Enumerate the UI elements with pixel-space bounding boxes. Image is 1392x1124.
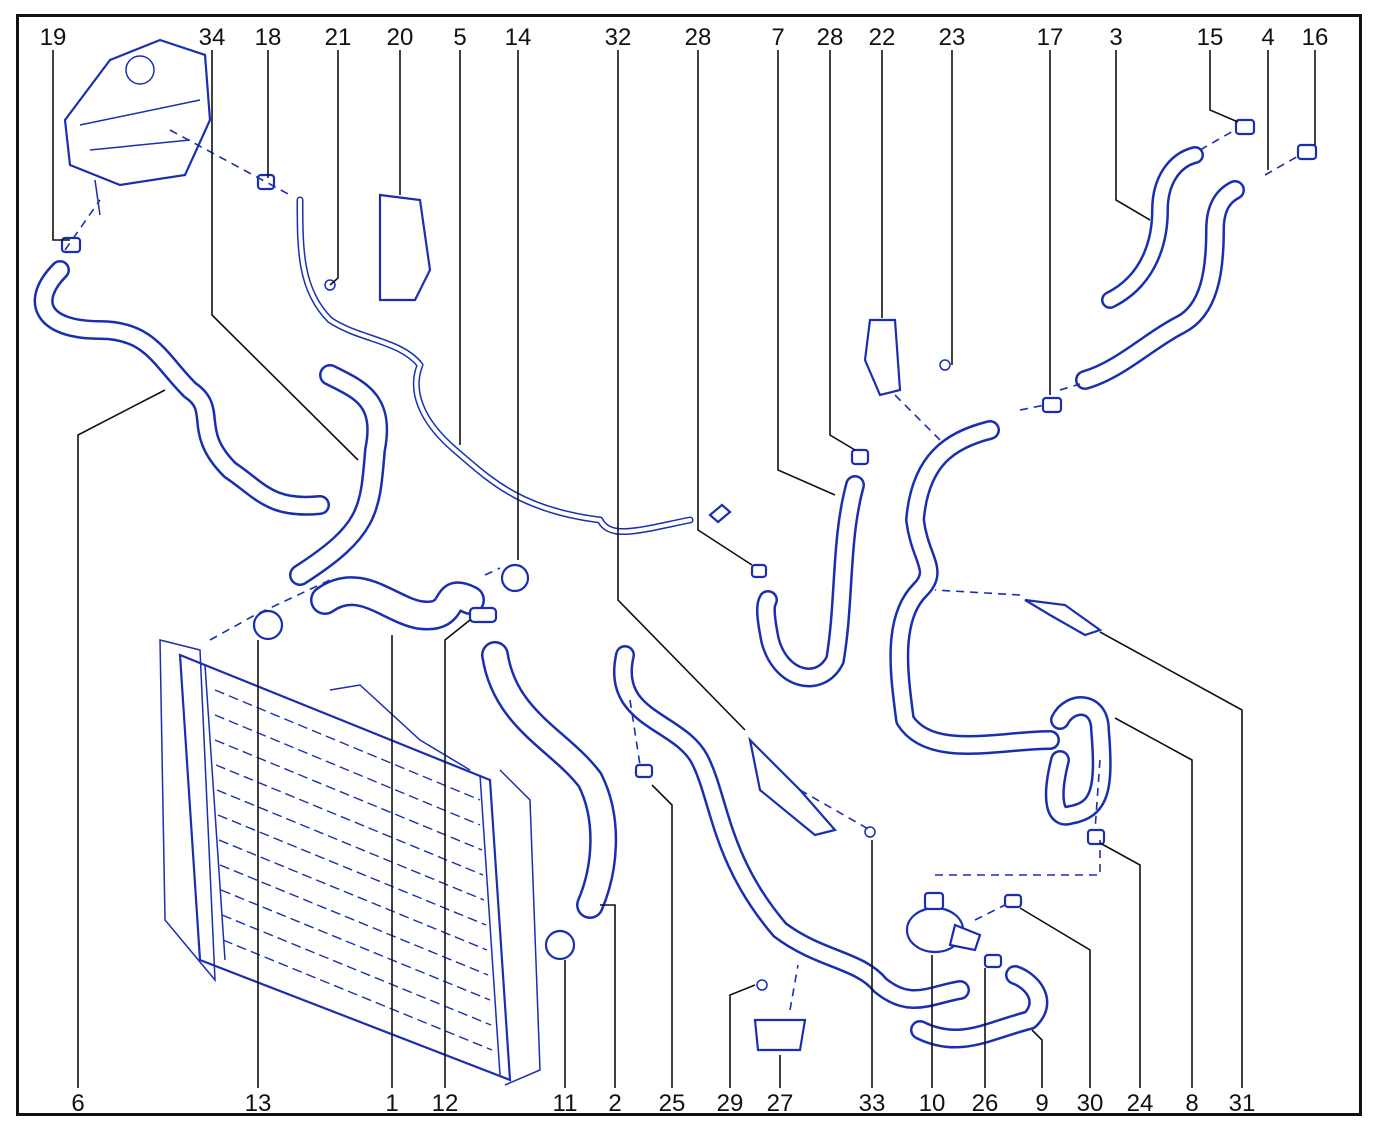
callout-2: 2 [608, 1090, 621, 1117]
callout-20: 20 [387, 24, 414, 51]
callouts-bottom: 6 13 1 12 11 2 25 29 27 33 10 26 9 30 24… [71, 1090, 1255, 1117]
hoses [33, 146, 1245, 1049]
callout-1: 1 [385, 1090, 398, 1117]
callout-28-a: 28 [685, 24, 712, 51]
water-pump [905, 891, 982, 954]
callout-11: 11 [553, 1090, 578, 1117]
callout-12: 12 [432, 1090, 459, 1117]
callout-18: 18 [255, 24, 282, 51]
callout-17: 17 [1037, 24, 1064, 51]
expansion-tank [63, 38, 212, 216]
callout-26: 26 [972, 1090, 999, 1117]
callout-32: 32 [605, 24, 632, 51]
callout-33: 33 [859, 1090, 886, 1117]
callout-27: 27 [767, 1090, 794, 1117]
callout-25: 25 [659, 1090, 686, 1117]
callout-13: 13 [245, 1090, 272, 1117]
callout-9: 9 [1035, 1090, 1048, 1117]
callout-21: 21 [325, 24, 352, 51]
leader-lines [52, 50, 1316, 1088]
callout-16: 16 [1302, 24, 1329, 51]
callout-14: 14 [505, 24, 532, 51]
callout-15: 15 [1197, 24, 1224, 51]
callout-19: 19 [40, 24, 67, 51]
callouts-top: 19 34 18 21 20 5 14 32 28 7 28 22 23 17 … [40, 24, 1329, 51]
diagram-frame [16, 14, 1362, 1116]
callout-8: 8 [1185, 1090, 1198, 1117]
assembly-dashes [64, 129, 1301, 1011]
callout-22: 22 [869, 24, 896, 51]
clamps-and-brackets [60, 118, 1318, 1052]
callout-7: 7 [771, 24, 784, 51]
callout-23: 23 [939, 24, 966, 51]
callout-24: 24 [1127, 1090, 1154, 1117]
callout-5: 5 [453, 24, 466, 51]
callout-3: 3 [1109, 24, 1122, 51]
callout-4: 4 [1261, 24, 1274, 51]
callout-29: 29 [717, 1090, 744, 1117]
callout-31: 31 [1229, 1090, 1256, 1117]
radiator [159, 639, 541, 1086]
callout-30: 30 [1077, 1090, 1104, 1117]
callout-34: 34 [199, 24, 226, 51]
callout-6: 6 [71, 1090, 84, 1117]
callout-28-b: 28 [817, 24, 844, 51]
callout-10: 10 [919, 1090, 946, 1117]
